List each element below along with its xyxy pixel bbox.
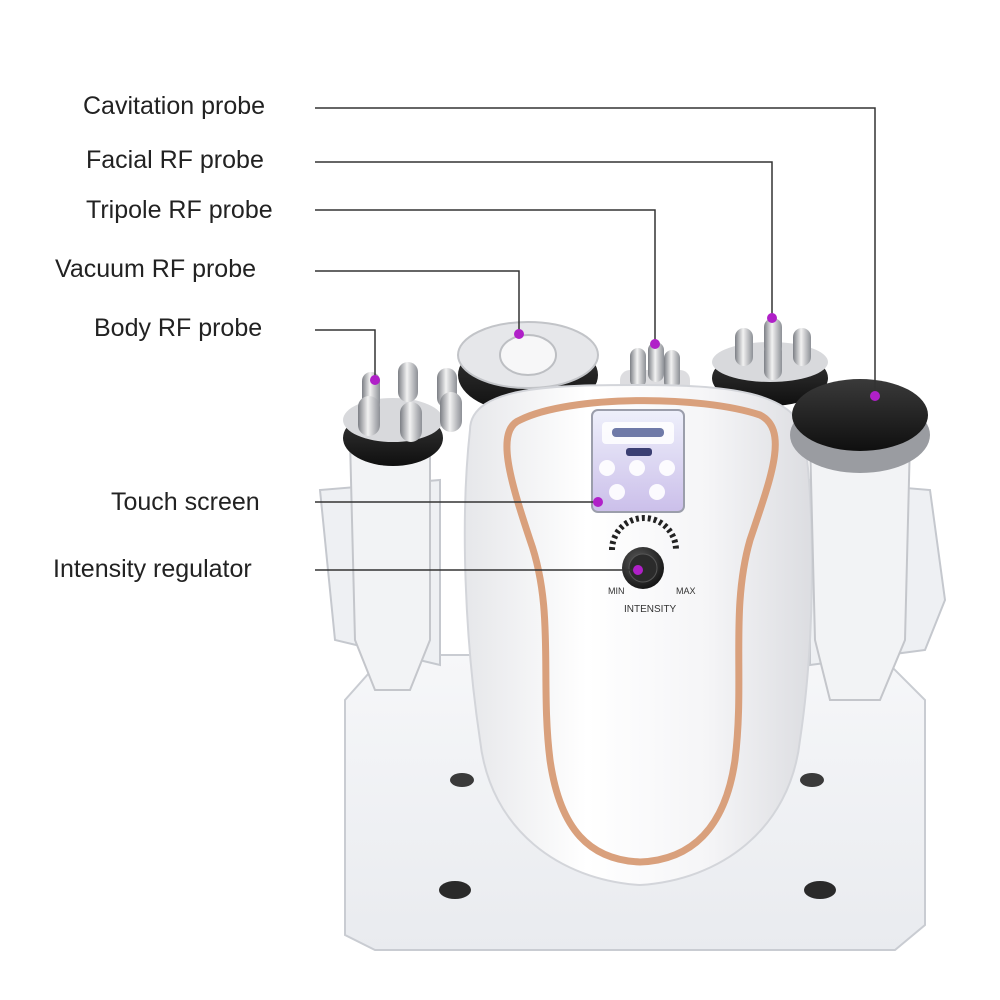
label-intensity-regulator: Intensity regulator: [53, 555, 252, 583]
facial-rf-handle: [712, 318, 828, 406]
marker-dot-tripole-rf: [650, 339, 660, 349]
intensity-dial: MIN MAX INTENSITY: [608, 515, 696, 615]
label-vacuum-rf-probe: Vacuum RF probe: [55, 255, 257, 283]
leader-lines: [315, 107, 876, 571]
marker-dot-touch-screen: [593, 497, 603, 507]
marker-dot-facial-rf: [767, 313, 777, 323]
touch-screen-panel: [591, 409, 685, 513]
marker-dot-intensity: [633, 565, 643, 575]
leader-line-body-rf: [315, 329, 376, 380]
label-tripole-rf-probe: Tripole RF probe: [86, 196, 273, 224]
dial-caption: INTENSITY: [624, 604, 677, 615]
label-body-rf-probe: Body RF probe: [94, 314, 263, 342]
body-rf-electrodes: [358, 362, 462, 442]
body-rf-handle: [343, 362, 462, 691]
marker-dot-vacuum-rf: [514, 329, 524, 339]
label-facial-rf-probe: Facial RF probe: [86, 146, 264, 174]
dial-min-label: MIN: [608, 586, 625, 596]
cavitation-handle: [790, 379, 930, 701]
label-touch-screen: Touch screen: [111, 488, 260, 516]
label-cavitation-probe: Cavitation probe: [83, 92, 266, 120]
stand-foot: [439, 773, 836, 899]
marker-dots: [370, 313, 880, 575]
device-main-body: [463, 383, 813, 887]
marker-dot-cavitation: [870, 391, 880, 401]
marker-dot-body-rf: [370, 375, 380, 385]
dial-max-label: MAX: [676, 586, 696, 596]
leader-line-facial-rf: [315, 161, 773, 318]
leader-line-tripole-rf: [315, 209, 656, 344]
leader-line-cavitation: [315, 107, 876, 396]
leader-line-vacuum-rf: [315, 270, 520, 334]
